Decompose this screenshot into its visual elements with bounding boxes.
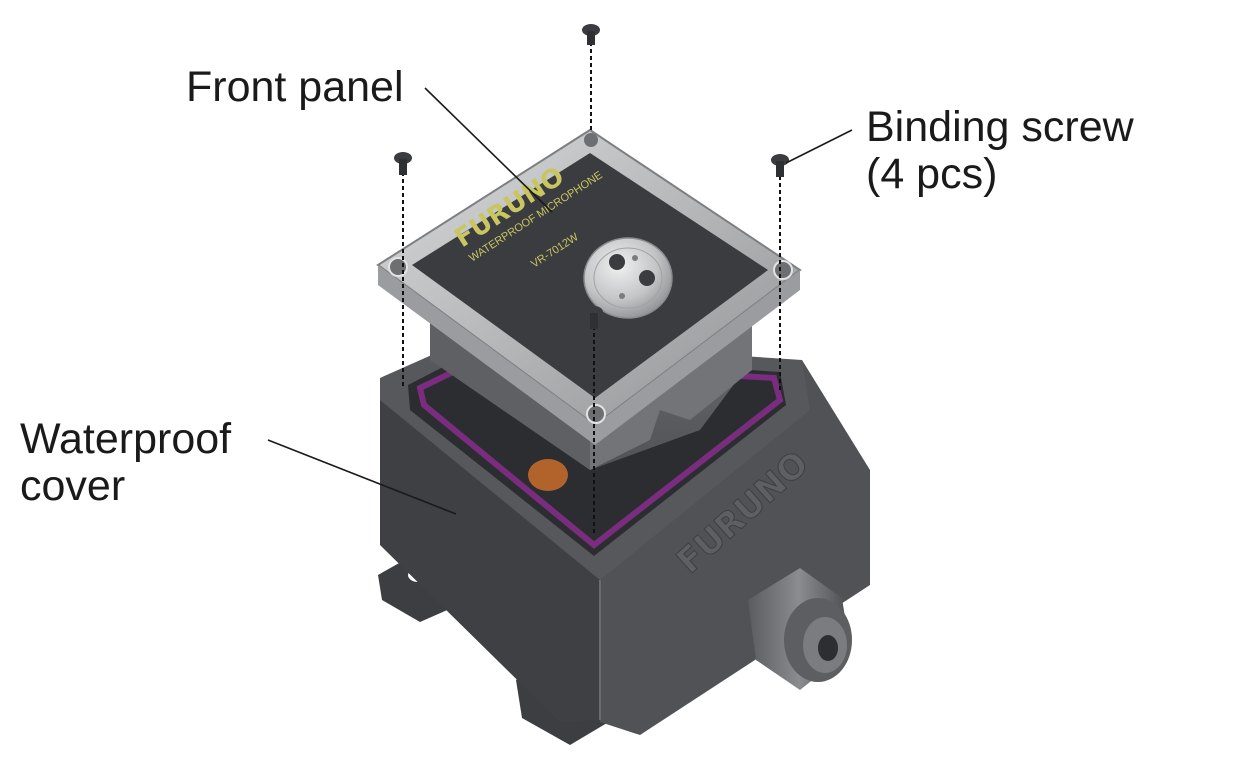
binding-screw-right — [771, 154, 789, 390]
leader-front-panel — [424, 87, 553, 213]
internal-connector — [528, 459, 568, 491]
cover-right-face — [600, 360, 870, 735]
callout-waterproof-cover: Waterproof cover — [20, 416, 231, 510]
panel-screw-hole-right — [773, 260, 793, 280]
binding-screw-top — [582, 24, 600, 132]
binding-screw-quantity: (4 pcs) — [866, 150, 998, 198]
binding-screw-left — [394, 152, 412, 388]
cover-left-face — [380, 378, 600, 722]
waterproof-cover-label-line2: cover — [20, 462, 126, 510]
leader-waterproof-cover — [267, 439, 457, 515]
callout-front-panel: Front panel — [186, 64, 404, 111]
waterproof-cover-label-line1: Waterproof — [20, 415, 232, 463]
callout-binding-screw: Binding screw (4 pcs) — [866, 104, 1134, 198]
leader-binding-screw — [785, 129, 853, 164]
panel-screw-hole-left — [388, 257, 408, 277]
panel-screw-hole-bottom — [586, 404, 606, 424]
cable-gland — [748, 568, 852, 690]
front-panel-body — [430, 300, 752, 470]
binding-screw-front — [585, 306, 603, 535]
front-panel-label: Front panel — [186, 63, 404, 111]
binding-screws — [394, 24, 789, 535]
leader-lines — [267, 87, 853, 515]
binding-screw-label: Binding screw — [866, 103, 1134, 151]
panel-screw-hole-top — [584, 133, 598, 147]
microphone-connector — [583, 237, 673, 319]
front-panel: FURUNO WATERPROOF MICROPHONE VR-7012W — [376, 128, 802, 470]
